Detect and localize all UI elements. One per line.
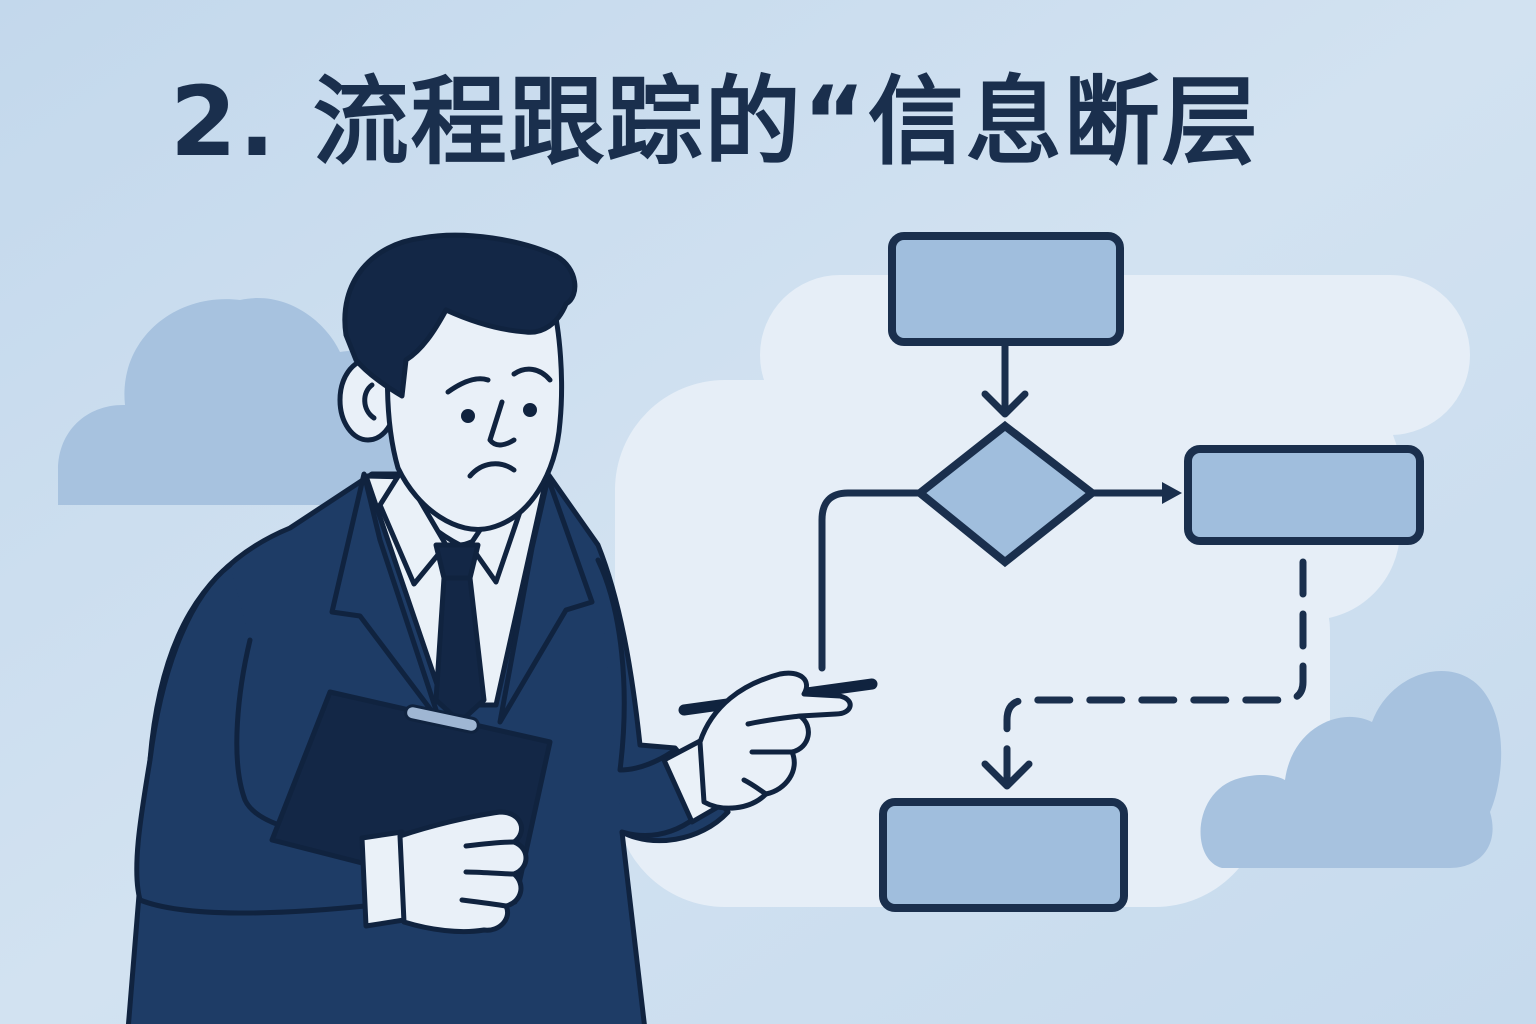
- right-cloud: [1200, 671, 1502, 868]
- lapel-right: [497, 475, 595, 725]
- arrowhead-down-icon: [981, 760, 1033, 790]
- tie: [433, 575, 487, 725]
- page-title: 2. 流程跟踪的“信息断层: [170, 66, 1260, 178]
- businessman: [125, 232, 878, 1024]
- finger-lines-left: [459, 839, 517, 909]
- cuff-left: [359, 829, 407, 929]
- flow-node-bottom: [879, 798, 1128, 912]
- lapel-left: [329, 471, 443, 725]
- hair: [342, 232, 578, 399]
- eyebrow-right: [511, 366, 553, 383]
- ear-inner: [362, 382, 377, 421]
- mouth-frown: [467, 461, 517, 479]
- tie-knot: [433, 542, 481, 581]
- eye-right: [523, 403, 537, 417]
- flow-node-top: [888, 232, 1124, 346]
- left-cloud: [58, 298, 420, 505]
- flow-connector-dashed-broken: [1003, 558, 1307, 786]
- flow-connector-decision-left-branch: [818, 489, 924, 672]
- nose: [487, 399, 517, 448]
- eyebrow-left: [445, 376, 491, 395]
- flowchart: [818, 232, 1424, 912]
- suit-sleeve-left: [134, 562, 383, 916]
- finger-lines-right: [741, 713, 803, 797]
- clipboard-clip: [404, 704, 480, 734]
- flow-decision-diamond: [913, 420, 1099, 568]
- arrowhead-down-icon: [981, 390, 1029, 418]
- flow-node-right: [1184, 445, 1424, 545]
- arrowhead-right-icon: [1162, 482, 1182, 504]
- eye-left: [461, 409, 475, 423]
